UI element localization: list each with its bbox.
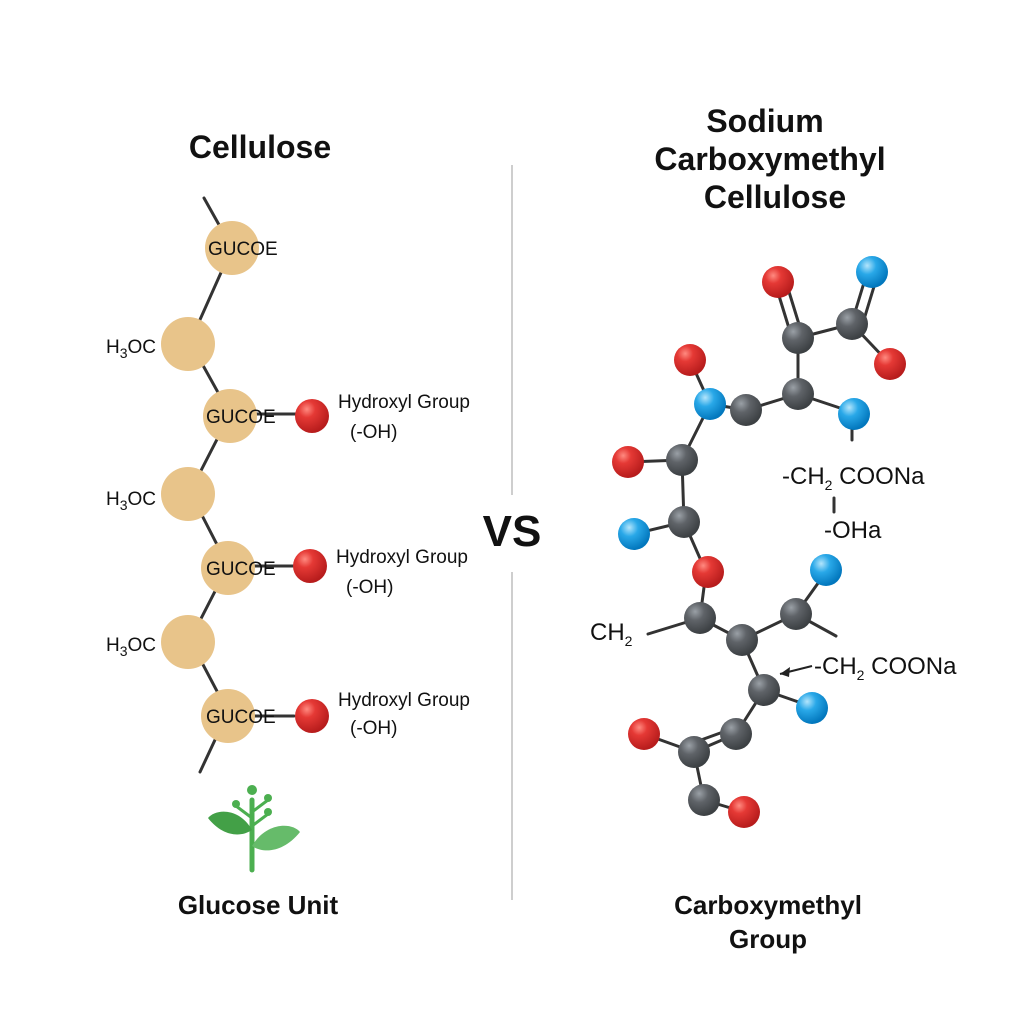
vs-label: VS <box>483 507 542 556</box>
carboxymethyl-caption-line1: Carboxymethyl <box>674 890 862 920</box>
hydroxyl-label: Hydroxyl Group <box>338 392 470 413</box>
cmc-title-line1: Sodium <box>706 103 823 139</box>
carbon-atom <box>726 624 758 656</box>
oxygen-atom <box>628 718 660 750</box>
carbon-atom <box>780 598 812 630</box>
hydroxyl-label: Hydroxyl Group <box>338 690 470 711</box>
oxygen-atom <box>762 266 794 298</box>
glucose-label: GUCOE <box>206 707 276 728</box>
arrow-icon <box>779 665 813 677</box>
glucose-label: GUCOE <box>206 407 276 428</box>
ch2coona-label: -CH2 COONa <box>814 653 957 683</box>
glucose-unit <box>203 389 257 443</box>
oha-label: -OHa <box>824 517 882 544</box>
hydroxyl-oxygen-atom <box>295 699 329 733</box>
carbon-atom <box>836 308 868 340</box>
carbon-atom <box>668 506 700 538</box>
carbon-atom <box>666 444 698 476</box>
sodium-atom <box>796 692 828 724</box>
oxygen-atom <box>692 556 724 588</box>
glucose-unit <box>201 689 255 743</box>
carbon-atom <box>678 736 710 768</box>
glucose-label: GUCOE <box>206 559 276 580</box>
methoxy-label: H3OC <box>106 337 156 361</box>
oxygen-atom <box>728 796 760 828</box>
methoxy-labels: H3OC H3OC H3OC <box>106 337 156 659</box>
cmc-bonds <box>628 274 890 814</box>
methoxy-label: H3OC <box>106 489 156 513</box>
cmc-title-line3: Cellulose <box>704 179 846 215</box>
glucose-label: GUCOE <box>208 239 278 260</box>
hydroxyl-formula: (-OH) <box>346 577 393 598</box>
carbon-atom <box>782 378 814 410</box>
carbon-atom <box>730 394 762 426</box>
sprout-icon <box>208 785 300 873</box>
carbon-atom <box>748 674 780 706</box>
methoxy-label: H3OC <box>106 635 156 659</box>
ch2-label: CH2 <box>590 619 633 649</box>
hydroxyl-label: Hydroxyl Group <box>336 547 468 568</box>
hydroxyl-formula: (-OH) <box>350 422 397 443</box>
sodium-atom <box>694 388 726 420</box>
cellulose-title: Cellulose <box>189 129 331 165</box>
hydroxyl-oxygen-atom <box>293 549 327 583</box>
sodium-atom <box>856 256 888 288</box>
cmc-atoms <box>612 256 906 828</box>
glucose-units: GUCOE GUCOE GUCOE GUCOE <box>161 221 278 743</box>
sodium-atom <box>618 518 650 550</box>
hydroxyl-groups: Hydroxyl Group (-OH) Hydroxyl Group (-OH… <box>293 392 470 739</box>
hydroxyl-formula: (-OH) <box>350 718 397 739</box>
glucose-unit <box>205 221 259 275</box>
oxygen-atom <box>674 344 706 376</box>
sodium-atom <box>810 554 842 586</box>
glucose-unit <box>161 467 215 521</box>
carbon-atom <box>720 718 752 750</box>
oxygen-atom <box>874 348 906 380</box>
carbon-atom <box>782 322 814 354</box>
glucose-unit <box>201 541 255 595</box>
glucose-unit <box>161 615 215 669</box>
cmc-title-line2: Carboxymethyl <box>654 141 885 177</box>
cmc-labels: -CH2 COONa -OHa CH2 -CH2 COONa <box>590 463 957 683</box>
carboxymethyl-caption-line2: Group <box>729 924 807 954</box>
carbon-atom <box>684 602 716 634</box>
ch2coona-label: -CH2 COONa <box>782 463 925 493</box>
glucose-unit <box>161 317 215 371</box>
carbon-atom <box>688 784 720 816</box>
oxygen-atom <box>612 446 644 478</box>
glucose-unit-caption: Glucose Unit <box>178 890 339 920</box>
sodium-atom <box>838 398 870 430</box>
hydroxyl-oxygen-atom <box>295 399 329 433</box>
